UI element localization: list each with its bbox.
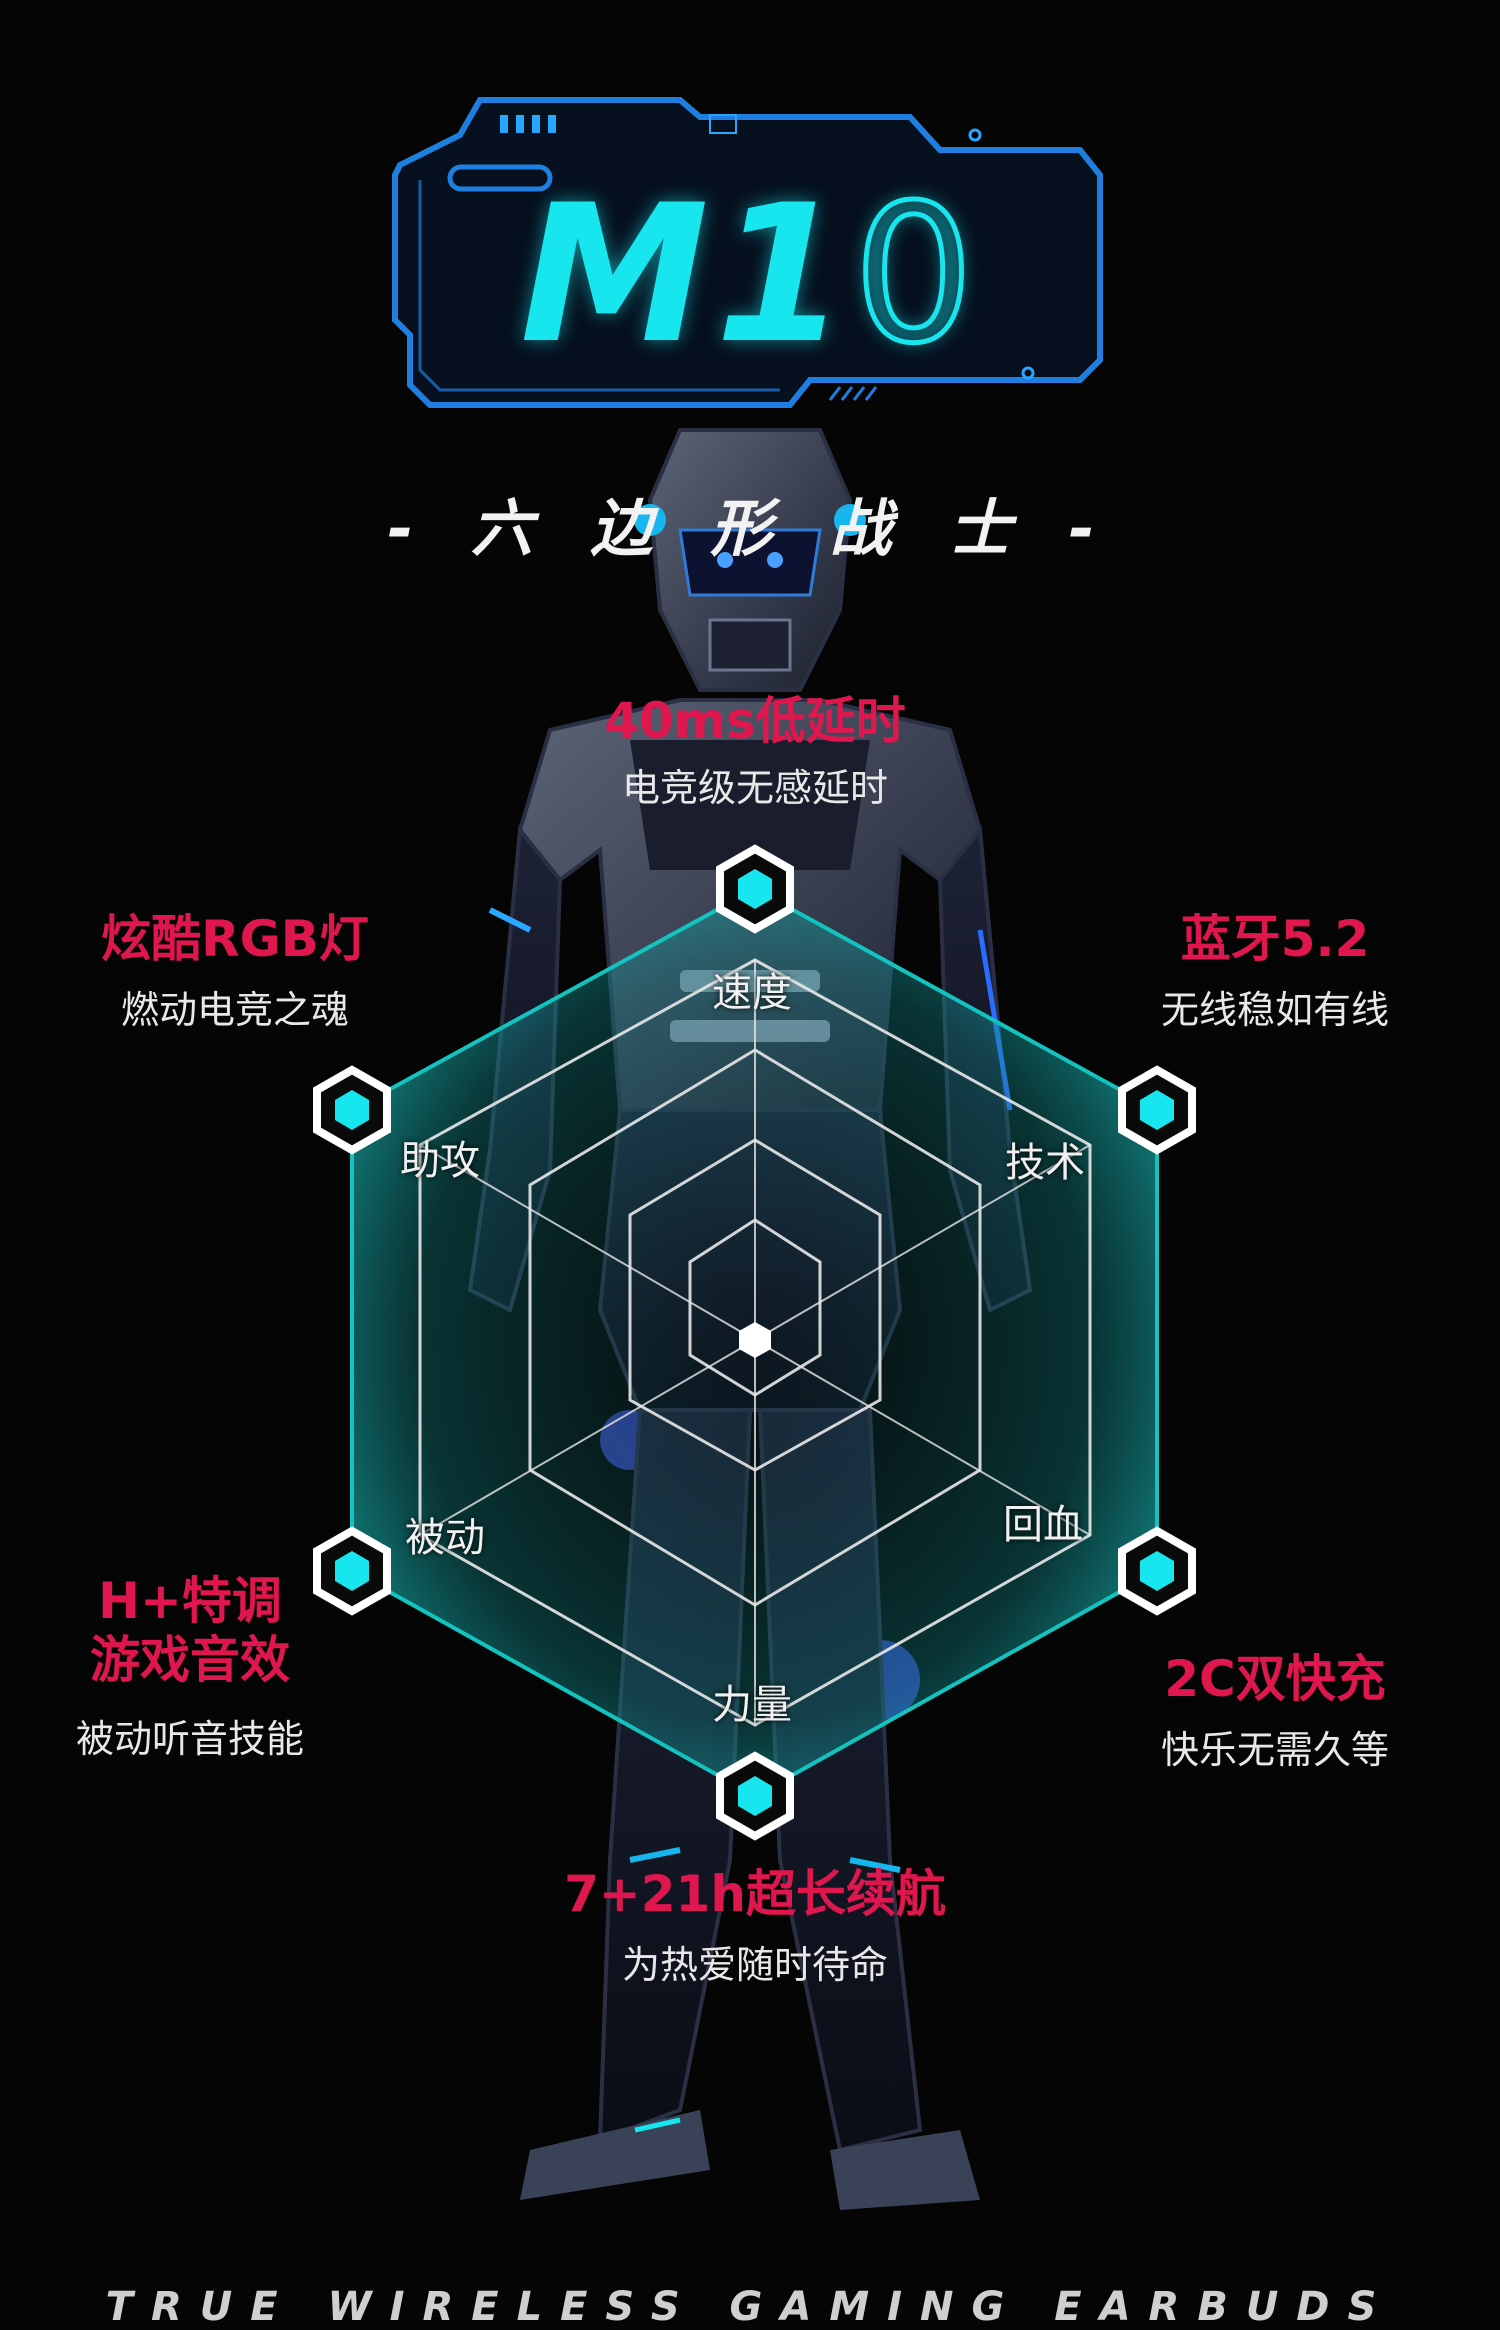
feature-rgb-light-title: 炫酷RGB灯 — [101, 910, 369, 968]
radar-axis-recovery: 回血 — [1003, 1502, 1083, 1548]
feature-game-audio-title-line2: 游戏音效 — [90, 1631, 290, 1689]
feature-bluetooth-desc: 无线稳如有线 — [1160, 988, 1389, 1032]
subtitle: - 六 边 形 战 士 - — [387, 492, 1113, 565]
product-title: M10 — [380, 177, 1120, 372]
radar-axis-assist: 助攻 — [400, 1138, 480, 1184]
feature-battery: 7+21h超长续航 为热爱随时待命 — [450, 1865, 1060, 1989]
radar-axis-strength: 力量 — [712, 1682, 792, 1728]
feature-battery-desc: 为热爱随时待命 — [621, 1943, 888, 1987]
feature-low-latency-title: 40ms低延时 — [604, 692, 906, 750]
feature-rgb-light: 炫酷RGB灯 燃动电竞之魂 — [60, 910, 410, 1034]
feature-battery-title: 7+21h超长续航 — [564, 1865, 946, 1923]
feature-bluetooth: 蓝牙5.2 无线稳如有线 — [1100, 910, 1450, 1034]
product-model: M1 — [519, 164, 854, 385]
radar-axis-technique: 技术 — [1005, 1140, 1085, 1186]
title-badge-frame — [392, 97, 1103, 408]
feature-game-audio-title-line1: H+特调 — [98, 1572, 282, 1630]
radar-node-bottom-right — [1118, 1526, 1196, 1616]
radar-node-top-right — [1118, 1065, 1196, 1155]
feature-fast-charge-title: 2C双快充 — [1164, 1650, 1386, 1708]
footer-tagline: TRUE WIRELESS GAMING EARBUDS — [105, 2284, 1395, 2330]
radar-axis-speed: 速度 — [712, 970, 792, 1016]
feature-fast-charge: 2C双快充 快乐无需久等 — [1100, 1650, 1450, 1774]
radar-node-bottom-left — [313, 1526, 391, 1616]
radar-node-top — [716, 844, 794, 934]
radar-center-marker — [739, 1322, 771, 1358]
feature-low-latency-desc: 电竞级无感延时 — [621, 766, 888, 810]
feature-bluetooth-title: 蓝牙5.2 — [1180, 910, 1370, 968]
feature-fast-charge-desc: 快乐无需久等 — [1160, 1728, 1389, 1772]
product-model-suffix: 0 — [851, 164, 981, 385]
feature-rgb-light-desc: 燃动电竞之魂 — [120, 988, 349, 1032]
feature-game-audio: H+特调 游戏音效 被动听音技能 — [40, 1572, 340, 1763]
radar-node-bottom — [716, 1751, 794, 1841]
radar-node-top-left — [313, 1065, 391, 1155]
feature-game-audio-desc: 被动听音技能 — [75, 1717, 304, 1761]
feature-low-latency: 40ms低延时 电竞级无感延时 — [500, 692, 1010, 812]
radar-axis-passive: 被动 — [405, 1515, 485, 1561]
